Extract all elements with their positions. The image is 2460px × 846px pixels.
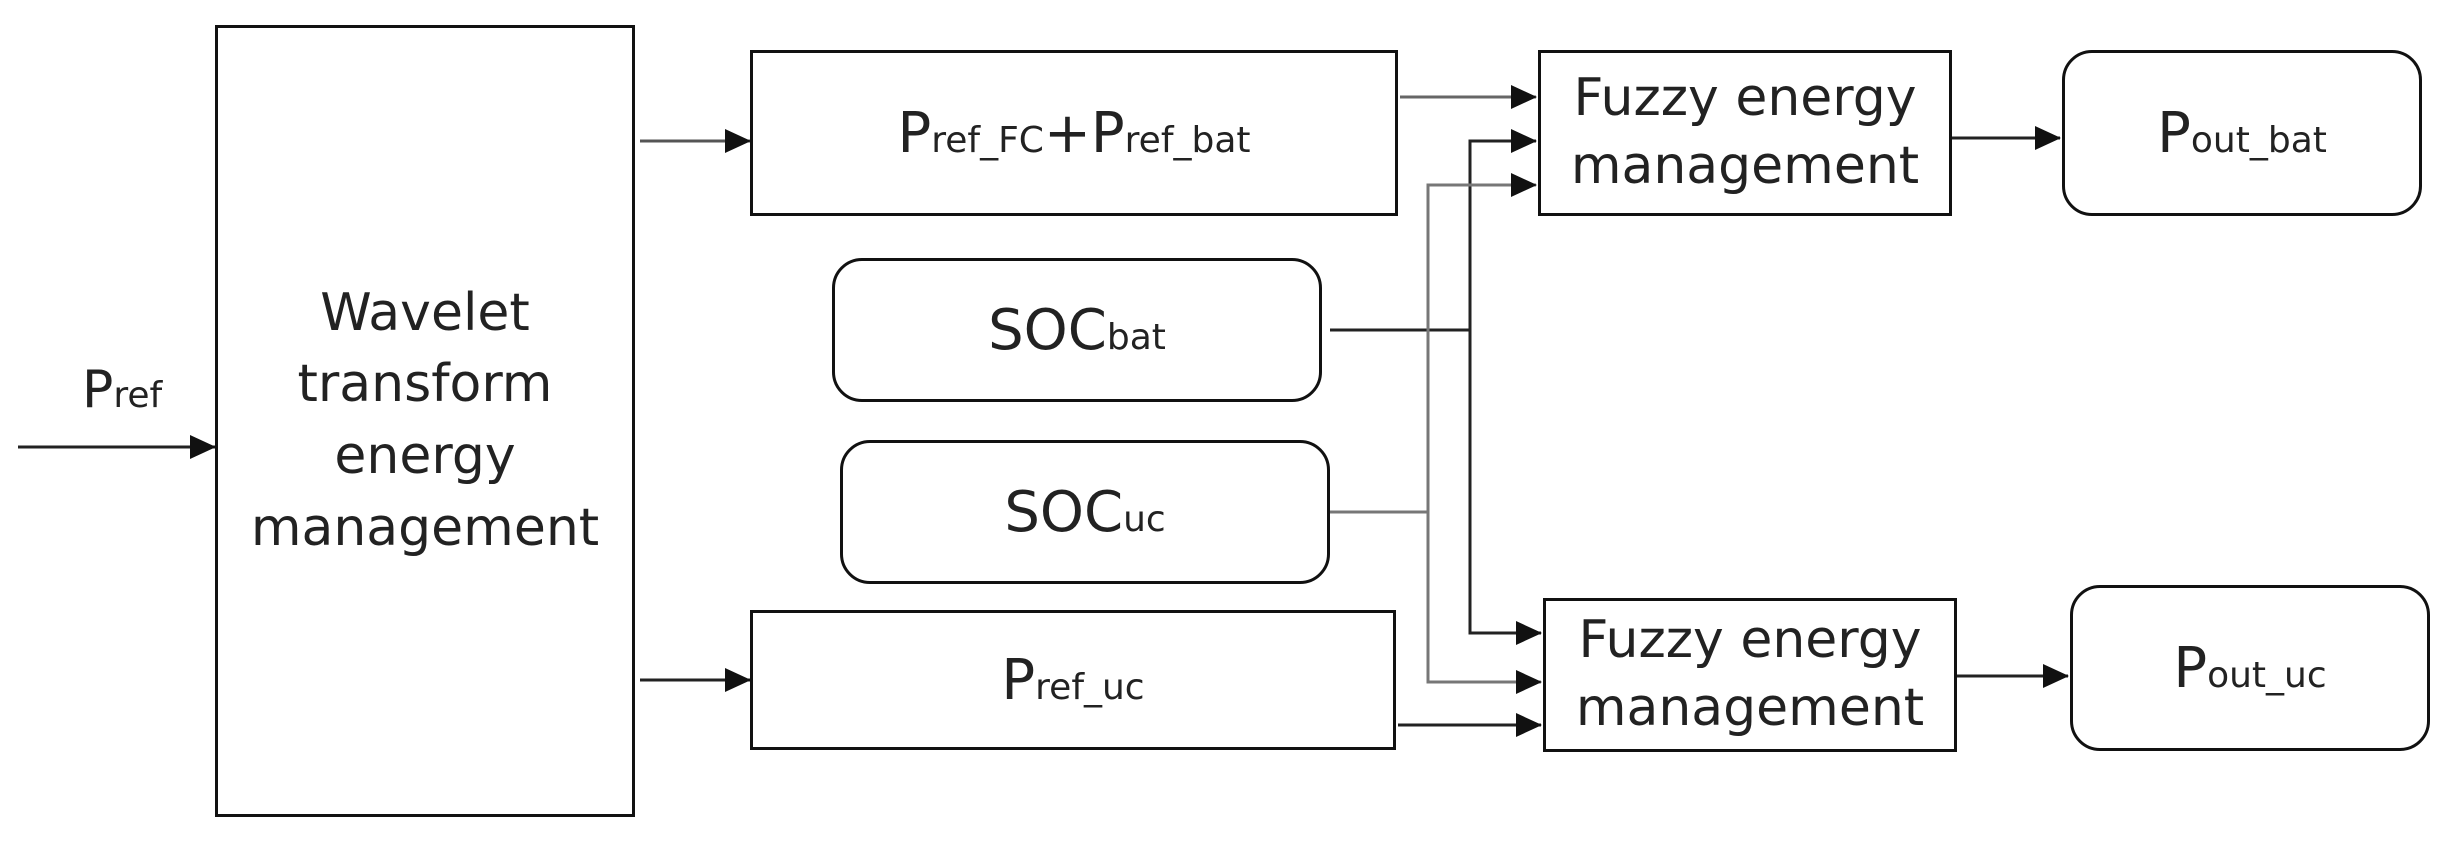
wavelet-energy-management-block: Wavelet transform energy management [215, 25, 635, 817]
soc-uc-to-fuzzy-bottom-connector [1426, 512, 1542, 694]
wavelet-line-3: energy [334, 426, 516, 486]
out-uc-block: Pout_uc [2070, 585, 2430, 751]
out-bat-block: Pout_bat [2062, 50, 2422, 216]
ref-fc-bat-block: Pref_FC+Pref_bat [750, 50, 1398, 216]
soc-bat-to-fuzzy-bottom-connector [1468, 330, 1542, 645]
fuzzy-top-line-2: management [1570, 136, 1920, 196]
fuzzy-energy-management-top: Fuzzy energy management [1538, 50, 1952, 216]
ref-uc-block: Pref_uc [750, 610, 1396, 750]
wavelet-line-2: transform [297, 354, 553, 415]
soc-uc-block: SOCuc [840, 440, 1330, 584]
soc-bat-block: SOCbat [832, 258, 1322, 402]
input-label: Pref [82, 360, 163, 420]
fuzzy-energy-management-bottom: Fuzzy energy management [1543, 598, 1957, 752]
fuzzy-bottom-line-2: management [1575, 678, 1925, 738]
fuzzy-bottom-line-1: Fuzzy energy [1578, 610, 1922, 671]
wavelet-line-1: Wavelet [320, 282, 530, 343]
wavelet-line-4: management [250, 497, 600, 558]
fuzzy-top-line-1: Fuzzy energy [1573, 68, 1917, 129]
soc-bat-connector [1330, 129, 1537, 332]
soc-uc-connector [1330, 173, 1537, 514]
